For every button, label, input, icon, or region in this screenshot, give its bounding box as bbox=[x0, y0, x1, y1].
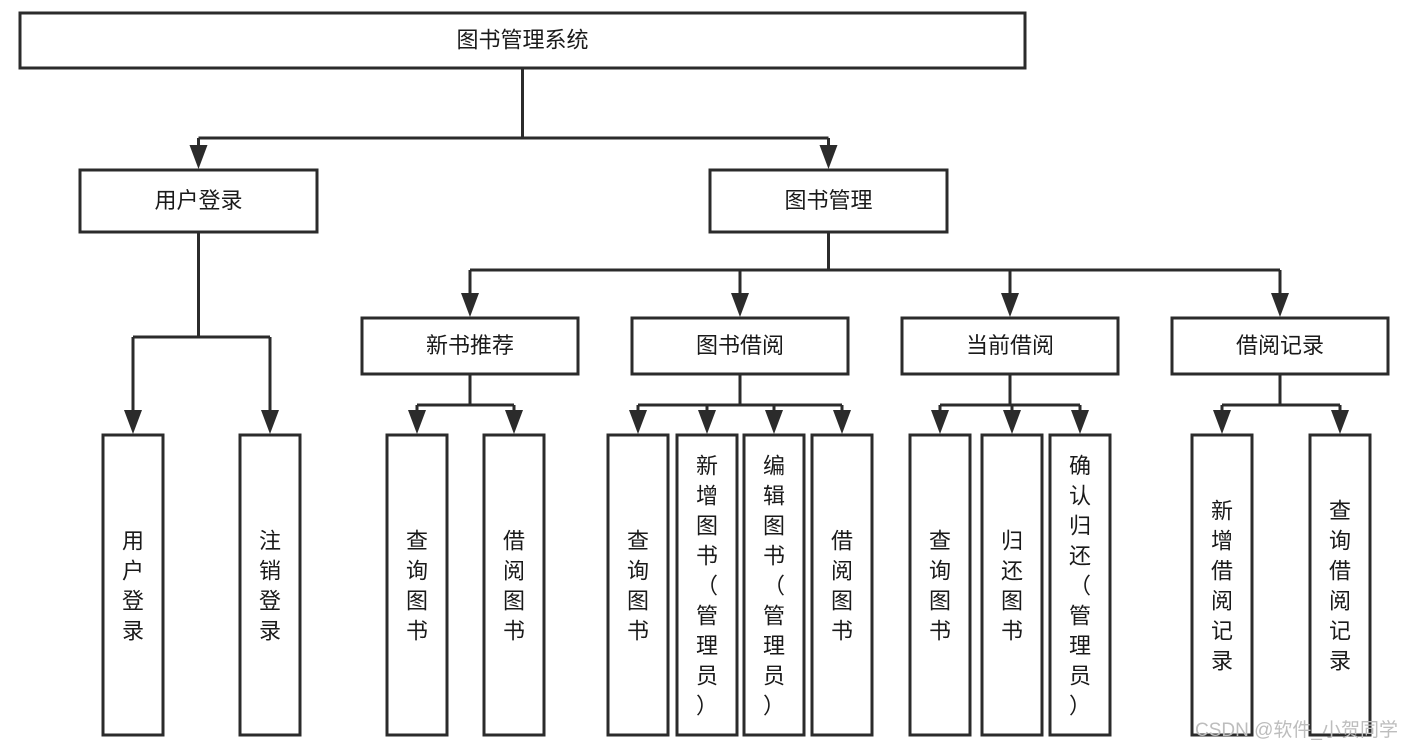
node-box-leaf-user-logout[interactable] bbox=[238, 433, 302, 737]
arrow-head-currentborrow-child-1 bbox=[1003, 410, 1021, 434]
node-label-leaf-return-book: 归还图书 bbox=[1001, 528, 1023, 643]
csdn-watermark: CSDN @软件_小贺同学 bbox=[1195, 719, 1398, 741]
arrow-head-newbook-child-0 bbox=[408, 410, 426, 434]
node-box-borrow-record[interactable] bbox=[1170, 316, 1390, 376]
node-label-leaf-user-login: 用户登录 bbox=[122, 528, 144, 643]
node-label-borrow-record: 借阅记录 bbox=[1236, 333, 1324, 358]
node-box-user-login[interactable] bbox=[78, 168, 319, 234]
node-label-leaf-confirm-return: 确认归还（管理员） bbox=[1069, 453, 1091, 718]
node-leaf-query-book-3[interactable]: 查询图书 bbox=[908, 433, 972, 737]
arrow-head-bookmgmt-child-0 bbox=[461, 293, 479, 317]
node-root[interactable]: 图书管理系统 bbox=[18, 11, 1027, 70]
node-book-management[interactable]: 图书管理 bbox=[708, 168, 949, 234]
node-box-new-book-recommend[interactable] bbox=[360, 316, 580, 376]
node-label-leaf-borrow-book-2: 借阅图书 bbox=[831, 528, 853, 643]
arrow-head-userlogin-child-1 bbox=[261, 410, 279, 434]
node-new-book-recommend[interactable]: 新书推荐 bbox=[360, 316, 580, 376]
node-label-leaf-add-book: 新增图书（管理员） bbox=[696, 453, 718, 718]
arrow-head-root-child-0 bbox=[189, 145, 208, 169]
node-leaf-add-record[interactable]: 新增借阅记录 bbox=[1190, 433, 1254, 737]
node-box-leaf-borrow-book-2[interactable] bbox=[810, 433, 874, 737]
node-label-book-management: 图书管理 bbox=[784, 188, 872, 213]
arrow-head-bookborrow-child-3 bbox=[833, 410, 851, 434]
node-leaf-return-book[interactable]: 归还图书 bbox=[980, 433, 1044, 737]
node-label-leaf-query-book-2: 查询图书 bbox=[627, 528, 649, 643]
arrow-head-bookmgmt-child-1 bbox=[731, 293, 749, 317]
node-box-book-management[interactable] bbox=[708, 168, 949, 234]
node-label-leaf-query-book-1: 查询图书 bbox=[406, 528, 428, 643]
node-user-login[interactable]: 用户登录 bbox=[78, 168, 319, 234]
node-label-root: 图书管理系统 bbox=[456, 27, 588, 52]
node-label-book-borrow: 图书借阅 bbox=[696, 333, 784, 358]
node-box-leaf-query-book-1[interactable] bbox=[385, 433, 449, 737]
arrow-head-newbook-child-1 bbox=[505, 410, 523, 434]
node-leaf-user-logout[interactable]: 注销登录 bbox=[238, 433, 302, 737]
node-box-leaf-query-book-2[interactable] bbox=[606, 433, 670, 737]
node-box-book-borrow[interactable] bbox=[630, 316, 850, 376]
node-leaf-borrow-book-1[interactable]: 借阅图书 bbox=[482, 433, 546, 737]
arrow-head-userlogin-child-0 bbox=[124, 410, 142, 434]
node-leaf-borrow-book-2[interactable]: 借阅图书 bbox=[810, 433, 874, 737]
node-label-leaf-add-record: 新增借阅记录 bbox=[1211, 498, 1233, 673]
arrow-head-borrowrecord-child-0 bbox=[1213, 410, 1231, 434]
node-label-leaf-borrow-book-1: 借阅图书 bbox=[503, 528, 525, 643]
node-box-leaf-add-book[interactable] bbox=[675, 433, 739, 737]
node-box-leaf-user-login[interactable] bbox=[101, 433, 165, 737]
node-box-leaf-confirm-return[interactable] bbox=[1048, 433, 1112, 737]
node-label-leaf-edit-book: 编辑图书（管理员） bbox=[763, 453, 785, 718]
arrow-head-currentborrow-child-2 bbox=[1071, 410, 1089, 434]
node-label-user-login: 用户登录 bbox=[154, 188, 242, 213]
node-label-leaf-query-record: 查询借阅记录 bbox=[1329, 498, 1351, 673]
node-label-leaf-query-book-3: 查询图书 bbox=[929, 528, 951, 643]
node-label-current-borrow: 当前借阅 bbox=[966, 333, 1054, 358]
node-leaf-confirm-return[interactable]: 确认归还（管理员） bbox=[1048, 433, 1112, 737]
arrow-head-bookmgmt-child-2 bbox=[1001, 293, 1019, 317]
node-borrow-record[interactable]: 借阅记录 bbox=[1170, 316, 1390, 376]
arrow-head-currentborrow-child-0 bbox=[931, 410, 949, 434]
node-leaf-edit-book[interactable]: 编辑图书（管理员） bbox=[742, 433, 806, 737]
node-box-current-borrow[interactable] bbox=[900, 316, 1120, 376]
node-leaf-user-login[interactable]: 用户登录 bbox=[101, 433, 165, 737]
node-layer: 图书管理系统用户登录图书管理新书推荐图书借阅当前借阅借阅记录用户登录注销登录查询… bbox=[18, 11, 1390, 737]
node-leaf-query-book-1[interactable]: 查询图书 bbox=[385, 433, 449, 737]
arrow-head-root-child-1 bbox=[819, 145, 838, 169]
node-leaf-query-book-2[interactable]: 查询图书 bbox=[606, 433, 670, 737]
node-box-leaf-edit-book[interactable] bbox=[742, 433, 806, 737]
node-box-leaf-query-book-3[interactable] bbox=[908, 433, 972, 737]
arrow-head-bookborrow-child-1 bbox=[698, 410, 716, 434]
node-book-borrow[interactable]: 图书借阅 bbox=[630, 316, 850, 376]
arrow-head-bookborrow-child-2 bbox=[765, 410, 783, 434]
arrow-head-borrowrecord-child-1 bbox=[1331, 410, 1349, 434]
node-leaf-query-record[interactable]: 查询借阅记录 bbox=[1308, 433, 1372, 737]
node-leaf-add-book[interactable]: 新增图书（管理员） bbox=[675, 433, 739, 737]
node-box-leaf-query-record[interactable] bbox=[1308, 433, 1372, 737]
node-label-new-book-recommend: 新书推荐 bbox=[426, 333, 514, 358]
node-box-leaf-return-book[interactable] bbox=[980, 433, 1044, 737]
arrow-head-bookmgmt-child-3 bbox=[1271, 293, 1289, 317]
connector-layer bbox=[124, 68, 1349, 434]
node-box-root[interactable] bbox=[18, 11, 1027, 70]
node-box-leaf-borrow-book-1[interactable] bbox=[482, 433, 546, 737]
arrow-head-bookborrow-child-0 bbox=[629, 410, 647, 434]
node-label-leaf-user-logout: 注销登录 bbox=[259, 528, 281, 643]
node-box-leaf-add-record[interactable] bbox=[1190, 433, 1254, 737]
node-current-borrow[interactable]: 当前借阅 bbox=[900, 316, 1120, 376]
